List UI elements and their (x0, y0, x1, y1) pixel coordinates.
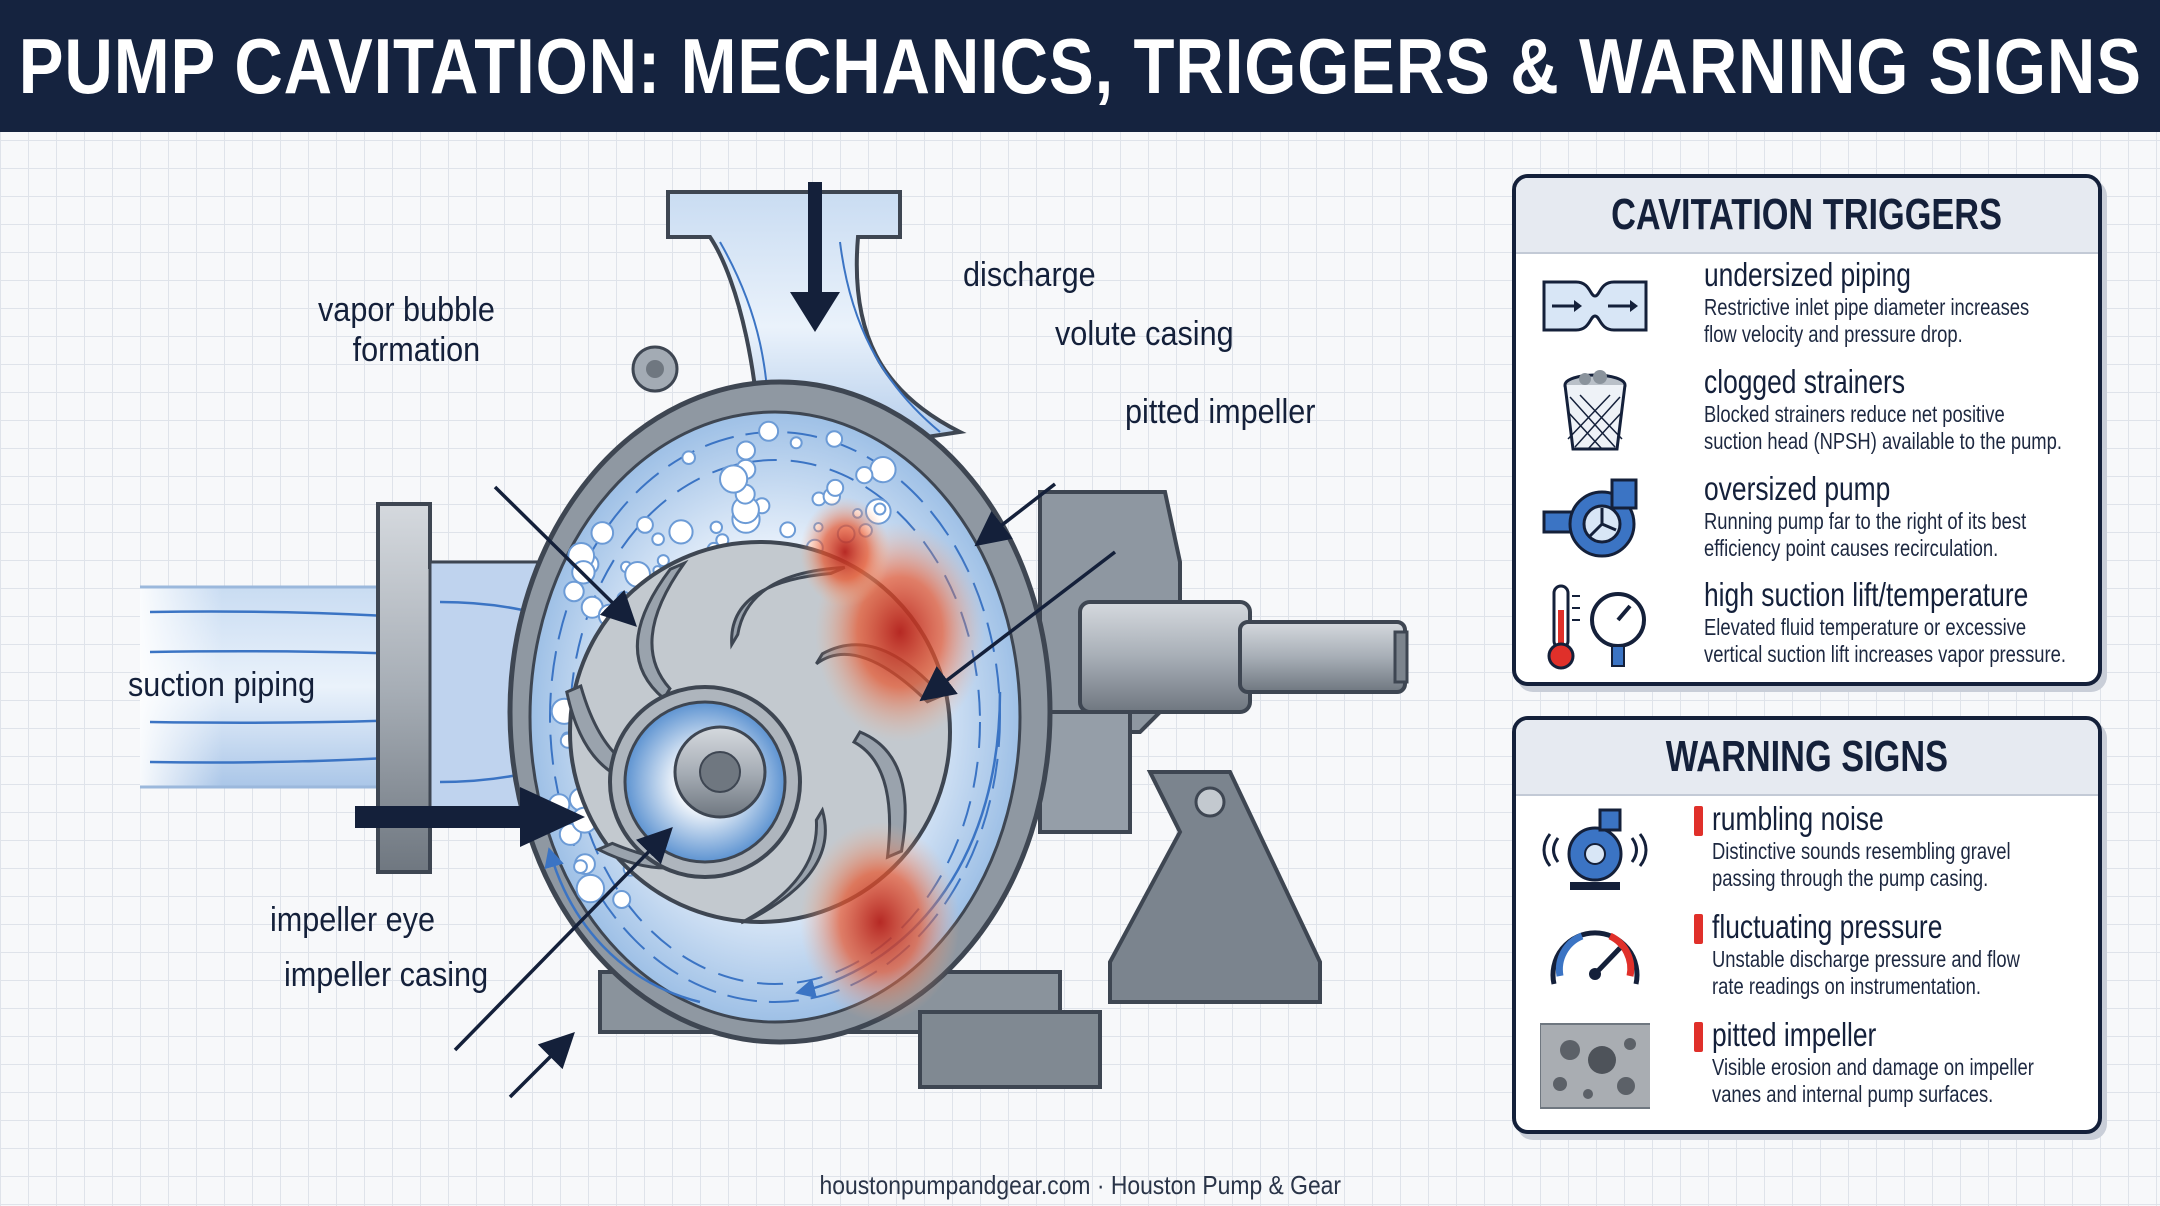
label-volute-casing: volute casing (1055, 315, 1234, 353)
pump-cutaway-diagram (140, 182, 1409, 1099)
trigger-desc-line2: flow velocity and pressure drop. (1704, 321, 1963, 347)
vapor-bubble (826, 478, 845, 497)
vapor-bubble (709, 520, 723, 534)
trigger-desc-line1: Elevated fluid temperature or excessive (1704, 614, 2027, 640)
warning-item-pitted-impeller: pitted impeller Visible erosion and dama… (1516, 1016, 2098, 1116)
trigger-heading: high suction lift/temperature (1704, 576, 2029, 613)
vapor-bubble (668, 519, 694, 545)
pressure-gauge-icon (1550, 930, 1640, 985)
trigger-heading: oversized pump (1704, 470, 1891, 507)
vapor-bubble (636, 516, 654, 534)
strainer-basket-icon (1563, 370, 1627, 451)
warning-accent-bar (1694, 806, 1703, 836)
vapor-bubble (651, 532, 665, 547)
warning-heading: rumbling noise (1712, 800, 1884, 837)
discharge-nozzle (666, 182, 967, 465)
trigger-desc-line2: vertical suction lift increases vapor pr… (1704, 641, 2067, 667)
label-impeller-eye: impeller eye (270, 901, 435, 939)
trigger-desc-line2: suction head (NPSH) available to the pum… (1704, 428, 2062, 454)
pitted-surface-icon (1540, 1023, 1650, 1109)
warning-desc-line2: vanes and internal pump surfaces. (1712, 1081, 1994, 1107)
vapor-bubble (758, 420, 780, 442)
trigger-desc-line2: efficiency point causes recirculation. (1704, 535, 1999, 561)
warning-desc-line1: Visible erosion and damage on impeller (1712, 1054, 2034, 1080)
bearing-housing (1038, 490, 1409, 1004)
trigger-heading: undersized piping (1704, 256, 1911, 293)
vapor-bubble (869, 456, 897, 484)
warning-desc-line1: Distinctive sounds resembling gravel (1712, 838, 2011, 864)
warning-accent-bar (1694, 914, 1703, 944)
warning-heading: fluctuating pressure (1712, 908, 1943, 945)
label-vapor-bubble: vapor bubble formation (318, 291, 495, 369)
vapor-bubble (575, 873, 606, 904)
warnings-panel-header: WARNING SIGNS (1516, 720, 2098, 796)
vapor-bubble (873, 502, 887, 516)
label-pitted-impeller: pitted impeller (1125, 393, 1316, 431)
warning-desc-line2: rate readings on instrumentation. (1712, 973, 1982, 999)
pump-icon (1542, 478, 1638, 558)
impeller-vane (740, 806, 827, 925)
vapor-bubble (563, 580, 585, 603)
trigger-item-clogged-strainers: clogged strainers Blocked strainers redu… (1516, 363, 2098, 463)
warning-item-rumbling-noise: rumbling noise Distinctive sounds resemb… (1516, 800, 2098, 900)
trigger-desc-line1: Restrictive inlet pipe diameter increase… (1704, 294, 2030, 320)
vapor-bubble (779, 521, 797, 539)
triggers-panel: CAVITATION TRIGGERS undersized piping Re… (1512, 174, 2102, 686)
vapor-bubble (656, 554, 670, 568)
page-title: PUMP CAVITATION: MECHANICS, TRIGGERS & W… (18, 21, 2142, 110)
trigger-desc-line1: Running pump far to the right of its bes… (1704, 508, 2027, 534)
vapor-bubble (573, 859, 588, 874)
pipe-restriction-icon (1542, 280, 1648, 332)
warning-heading: pitted impeller (1712, 1016, 1877, 1053)
footer-credit: houstonpumpandgear.com · Houston Pump & … (819, 1170, 1341, 1200)
vapor-bubble (719, 464, 749, 494)
vapor-bubble (681, 450, 697, 466)
noisy-pump-icon (1542, 808, 1648, 890)
trigger-heading: clogged strainers (1704, 363, 1906, 400)
trigger-desc-line1: Blocked strainers reduce net positive (1704, 401, 2005, 427)
trigger-item-undersized-piping: undersized piping Restrictive inlet pipe… (1516, 256, 2098, 356)
triggers-panel-header: CAVITATION TRIGGERS (1516, 178, 2098, 254)
vapor-bubble (612, 890, 632, 909)
trigger-item-oversized-pump: oversized pump Running pump far to the r… (1516, 470, 2098, 570)
warning-desc-line2: passing through the pump casing. (1712, 865, 1989, 891)
vapor-bubble (736, 440, 756, 461)
warning-item-fluctuating-pressure: fluctuating pressure Unstable discharge … (1516, 908, 2098, 1008)
warning-accent-bar (1694, 1022, 1703, 1052)
vapor-bubble (855, 466, 874, 485)
warnings-title: WARNING SIGNS (1665, 732, 1949, 781)
label-impeller-casing: impeller casing (284, 956, 489, 994)
impeller-vane (635, 559, 689, 701)
leader-lines (453, 482, 1117, 1099)
vapor-bubble (825, 430, 844, 448)
label-suction-piping: suction piping (128, 666, 316, 704)
vapor-bubble (789, 436, 803, 450)
title-bar: PUMP CAVITATION: MECHANICS, TRIGGERS & W… (0, 0, 2160, 132)
thermometer-gauge-icon (1547, 584, 1646, 670)
warnings-panel: WARNING SIGNS rumbling noise Distinctive… (1512, 716, 2102, 1134)
warning-desc-line1: Unstable discharge pressure and flow (1712, 946, 2020, 972)
triggers-title: CAVITATION TRIGGERS (1611, 190, 2003, 239)
label-discharge: discharge (963, 256, 1096, 294)
vapor-bubble (590, 521, 615, 545)
trigger-item-high-suction-lift: high suction lift/temperature Elevated f… (1516, 576, 2098, 676)
